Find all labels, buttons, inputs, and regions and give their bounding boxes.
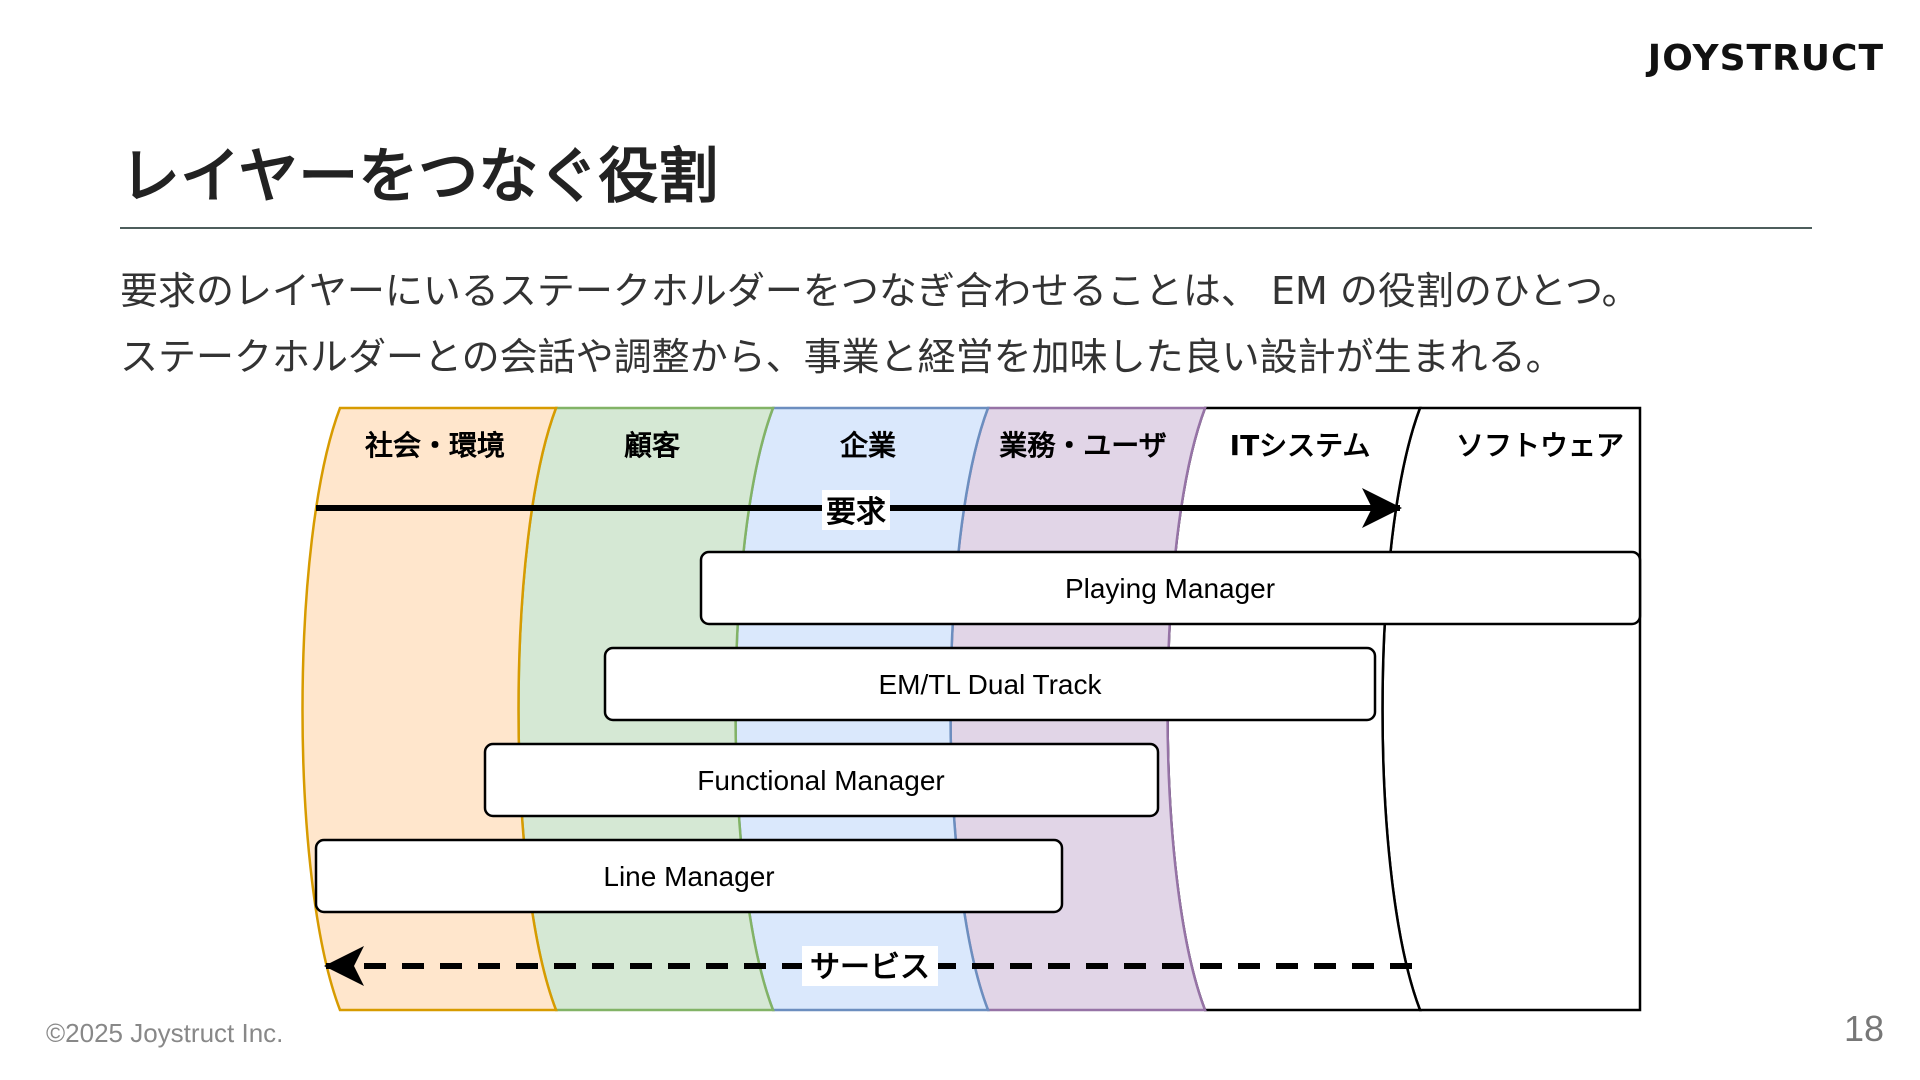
lead-text: 要求のレイヤーにいるステークホルダーをつなぎ合わせることは、 EM の役割のひと…: [120, 258, 1640, 390]
layer-label-business-user: 業務・ユーザ: [999, 429, 1166, 462]
service-label: サービス: [810, 950, 930, 985]
layer-label-customer: 顧客: [624, 429, 681, 462]
role-functional-manager: Functional Manager: [483, 742, 1160, 818]
layer-band-society: [301, 406, 558, 1012]
lead-line-1: 要求のレイヤーにいるステークホルダーをつなぎ合わせることは、 EM の役割のひと…: [120, 269, 1640, 313]
layer-band-software: [1381, 406, 1642, 1012]
role-boxes: Playing Manager EM/TL Dual Track Functio…: [314, 550, 1642, 914]
role-box-functional-manager: [483, 742, 1160, 818]
role-box-line-manager: [314, 838, 1064, 914]
lead-line-2: ステークホルダーとの会話や調整から、事業と経営を加味した良い設計が生まれる。: [120, 335, 1564, 379]
page-number: 18: [1843, 1008, 1884, 1049]
role-label-functional-manager: Functional Manager: [697, 765, 944, 796]
joystruct-logo: JOYSTRUCT: [1647, 38, 1884, 79]
role-box-em-tl-dual-track: [603, 646, 1377, 722]
role-line-manager: Line Manager: [314, 838, 1064, 914]
role-label-line-manager: Line Manager: [603, 861, 774, 892]
layer-label-enterprise: 企業: [840, 429, 896, 462]
role-label-em-tl-dual-track: EM/TL Dual Track: [878, 669, 1102, 700]
requirement-label-bg: [822, 490, 890, 530]
service-label-bg: [802, 946, 938, 986]
title-divider: [120, 227, 1812, 229]
requirement-label: 要求: [826, 495, 886, 530]
role-label-playing-manager: Playing Manager: [1065, 573, 1275, 604]
slide-title: レイヤーをつなぐ役割: [120, 142, 719, 212]
role-playing-manager: Playing Manager: [699, 550, 1642, 626]
copyright-footer: ©2025 Joystruct Inc.: [46, 1018, 284, 1048]
role-em-tl-dual-track: EM/TL Dual Track: [603, 646, 1377, 722]
requirement-arrow: 要求: [316, 488, 1402, 530]
layer-label-society: 社会・環境: [365, 429, 505, 462]
service-arrow: サービス: [324, 946, 1412, 986]
role-box-playing-manager: [699, 550, 1642, 626]
layer-label-it-system: ITシステム: [1230, 429, 1371, 462]
layer-label-software: ソフトウェア: [1456, 429, 1624, 462]
